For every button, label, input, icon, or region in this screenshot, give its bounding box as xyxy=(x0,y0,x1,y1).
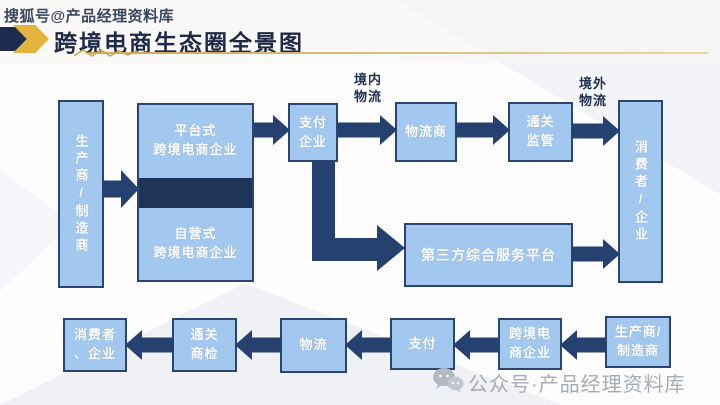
box-ecommerce-combined: 平台式 跨境电商企业 自营式 跨境电商企业 xyxy=(137,103,254,282)
box-customs-supervision: 通关 监管 xyxy=(508,102,573,162)
arrow-payment2-to-logistics2 xyxy=(345,329,391,360)
watermark-top: 搜狐号@产品经理资料库 xyxy=(4,8,175,25)
arrow-customs2-to-consumer2 xyxy=(125,329,173,360)
box-producer-label: 生产商/制造商 xyxy=(73,133,89,255)
box-logistics-provider-label: 物流商 xyxy=(404,123,447,139)
wechat-icon xyxy=(433,368,464,393)
box-bottom-producer: 生产商/ 制造商 xyxy=(605,316,671,368)
watermark-bottom: 公众号·产品经理资料库 xyxy=(468,374,686,396)
box-payment-company-label: 支付 企业 xyxy=(298,114,327,149)
arrow-producer2-to-cbec2 xyxy=(560,329,606,360)
box-bottom-consumer-label: 消费者 、企业 xyxy=(73,327,116,361)
divider-band xyxy=(139,177,252,208)
box-bottom-cbec: 跨境电 商企业 xyxy=(498,318,562,370)
box-bottom-customs-inspection: 通关 商检 xyxy=(172,318,237,372)
arrow-logistics2-to-customs2 xyxy=(235,329,281,360)
box-bottom-logistics: 物流 xyxy=(280,318,347,373)
box-self-operated-label: 自营式 跨境电商企业 xyxy=(153,225,238,260)
box-bottom-cbec-label: 跨境电 商企业 xyxy=(508,326,551,360)
box-payment-company: 支付 企业 xyxy=(288,103,338,162)
box-platform-ecommerce: 平台式 跨境电商企业 xyxy=(139,105,252,178)
box-third-party-platform: 第三方综合服务平台 xyxy=(404,223,573,287)
box-consumer-enterprise: 消费者/企业 xyxy=(618,100,663,283)
box-bottom-producer-label: 生产商/ 制造商 xyxy=(614,324,662,358)
box-bottom-customs-label: 通关 商检 xyxy=(190,327,219,361)
arrow-customs-to-consumer xyxy=(572,114,620,148)
label-overseas-logistics: 境外 物流 xyxy=(578,76,607,108)
box-third-party-label: 第三方综合服务平台 xyxy=(421,246,556,263)
box-producer-manufacturer: 生产商/制造商 xyxy=(58,100,104,288)
title-underline xyxy=(88,52,708,54)
arrow-platform-to-payment xyxy=(254,114,290,145)
box-bottom-payment: 支付 xyxy=(390,318,455,370)
arrow-logistics-to-customs xyxy=(456,114,510,145)
box-bottom-payment-label: 支付 xyxy=(408,335,437,351)
box-self-operated-ecommerce: 自营式 跨境电商企业 xyxy=(139,207,252,280)
box-customs-supervision-label: 通关 监管 xyxy=(526,114,555,148)
arrow-thirdparty-to-consumer xyxy=(572,238,620,269)
box-platform-label: 平台式 跨境电商企业 xyxy=(153,123,238,158)
arrow-producer-to-ecommerce xyxy=(102,170,139,208)
zigzag-decoration xyxy=(74,49,138,57)
connector-payment-arrowhead xyxy=(377,225,405,271)
label-domestic-logistics: 境内 物流 xyxy=(353,72,382,104)
arrow-payment-to-logistics xyxy=(338,114,397,145)
arrow-cbec2-to-payment2 xyxy=(453,329,499,360)
page-title: 跨境电商生态圈全景图 xyxy=(54,30,304,56)
box-consumer-label: 消费者/企业 xyxy=(633,139,648,244)
connector-payment-down xyxy=(312,161,335,261)
box-bottom-consumer: 消费者 、企业 xyxy=(63,318,127,372)
box-logistics-provider: 物流商 xyxy=(395,102,457,162)
box-bottom-logistics-label: 物流 xyxy=(299,337,328,353)
connector-payment-right xyxy=(312,238,380,261)
